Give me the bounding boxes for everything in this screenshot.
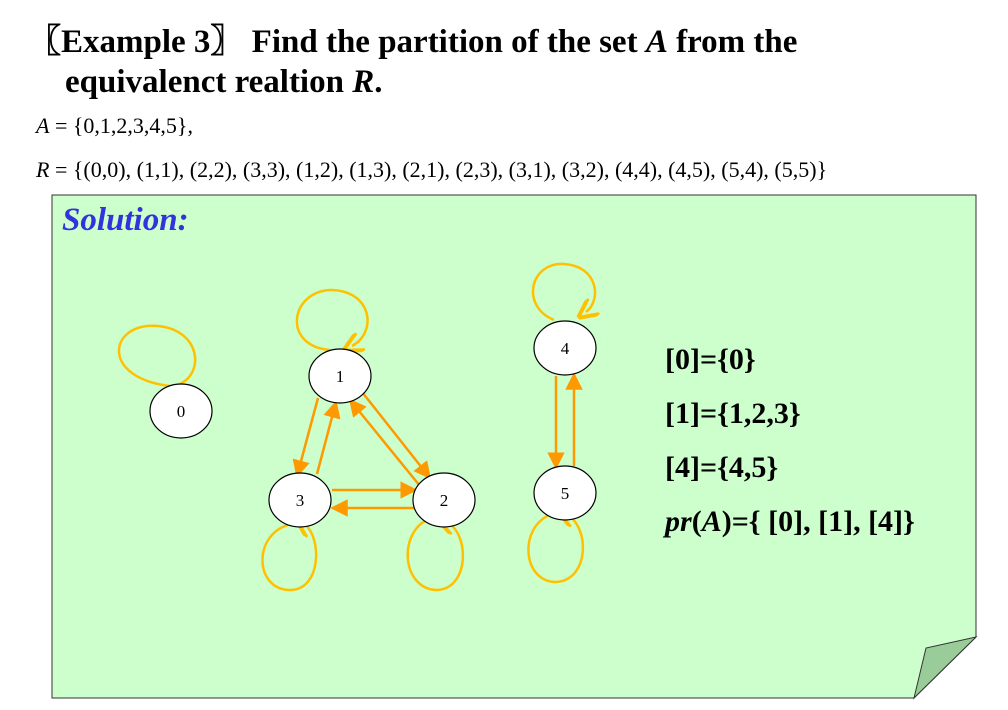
node-2: 2: [412, 472, 476, 528]
solution-label: Solution:: [62, 202, 189, 238]
edge-1-3: [292, 397, 320, 478]
self-loops: [117, 262, 595, 592]
example-title: 〖Example 3〗 Find the partition of the se…: [28, 22, 988, 102]
loop-2: [406, 518, 465, 592]
partition-set: A: [701, 505, 722, 538]
edge-1-2: [361, 391, 432, 480]
title-prefix: 〖Example 3〗 Find the partition of the se…: [28, 24, 646, 60]
loop-1: [295, 288, 369, 350]
title-relation-symbol: R: [352, 64, 375, 100]
title-middle: from the: [667, 24, 798, 60]
node-0: 0: [149, 383, 213, 439]
node-5-label: 5: [561, 484, 570, 503]
set-a-value: {0,1,2,3,4,5},: [72, 113, 193, 138]
partition-rest: )={ [0], [1], [4]}: [721, 505, 915, 538]
graph-nodes: 0 1 2 3 4 5: [149, 320, 597, 528]
node-0-label: 0: [177, 402, 186, 421]
title-line2: equivalenct realtion R.: [28, 62, 988, 102]
relation-eq: =: [49, 157, 73, 182]
class-0: [0]={0}: [665, 343, 756, 376]
node-3: 3: [268, 472, 332, 528]
relation-value: {(0,0), (1,1), (2,2), (3,3), (1,2), (1,3…: [72, 157, 828, 182]
node-2-label: 2: [440, 491, 449, 510]
node-1-label: 1: [336, 367, 345, 386]
title-set-symbol: A: [645, 24, 668, 60]
partition-fn: pr: [665, 505, 692, 538]
edge-2-1: [348, 398, 421, 487]
title-end: .: [374, 64, 383, 100]
partition-open: (: [691, 505, 702, 538]
loop-5: [527, 514, 585, 584]
node-5: 5: [533, 465, 597, 521]
relation-name: R: [36, 157, 50, 182]
set-a-definition: A = {0,1,2,3,4,5},: [36, 113, 193, 139]
relation-definition: R = {(0,0), (1,1), (2,2), (3,3), (1,2), …: [36, 157, 827, 183]
directed-edges: [292, 372, 583, 517]
node-4: 4: [533, 320, 597, 376]
edge-3-1: [315, 400, 341, 475]
title-line2-text: equivalenct realtion: [65, 64, 353, 100]
loop-3: [261, 524, 317, 592]
loop-4: [531, 262, 595, 322]
node-1: 1: [308, 348, 372, 404]
class-4: [4]={4,5}: [665, 451, 779, 484]
class-1: [1]={1,2,3}: [665, 397, 801, 430]
set-a-eq: =: [49, 113, 73, 138]
partition-result: pr(A)={ [0], [1], [4]}: [665, 505, 915, 539]
node-3-label: 3: [296, 491, 305, 510]
set-a-name: A: [36, 113, 50, 138]
loop-0: [117, 324, 197, 388]
note-folded-corner: [913, 636, 978, 700]
node-4-label: 4: [561, 339, 570, 358]
